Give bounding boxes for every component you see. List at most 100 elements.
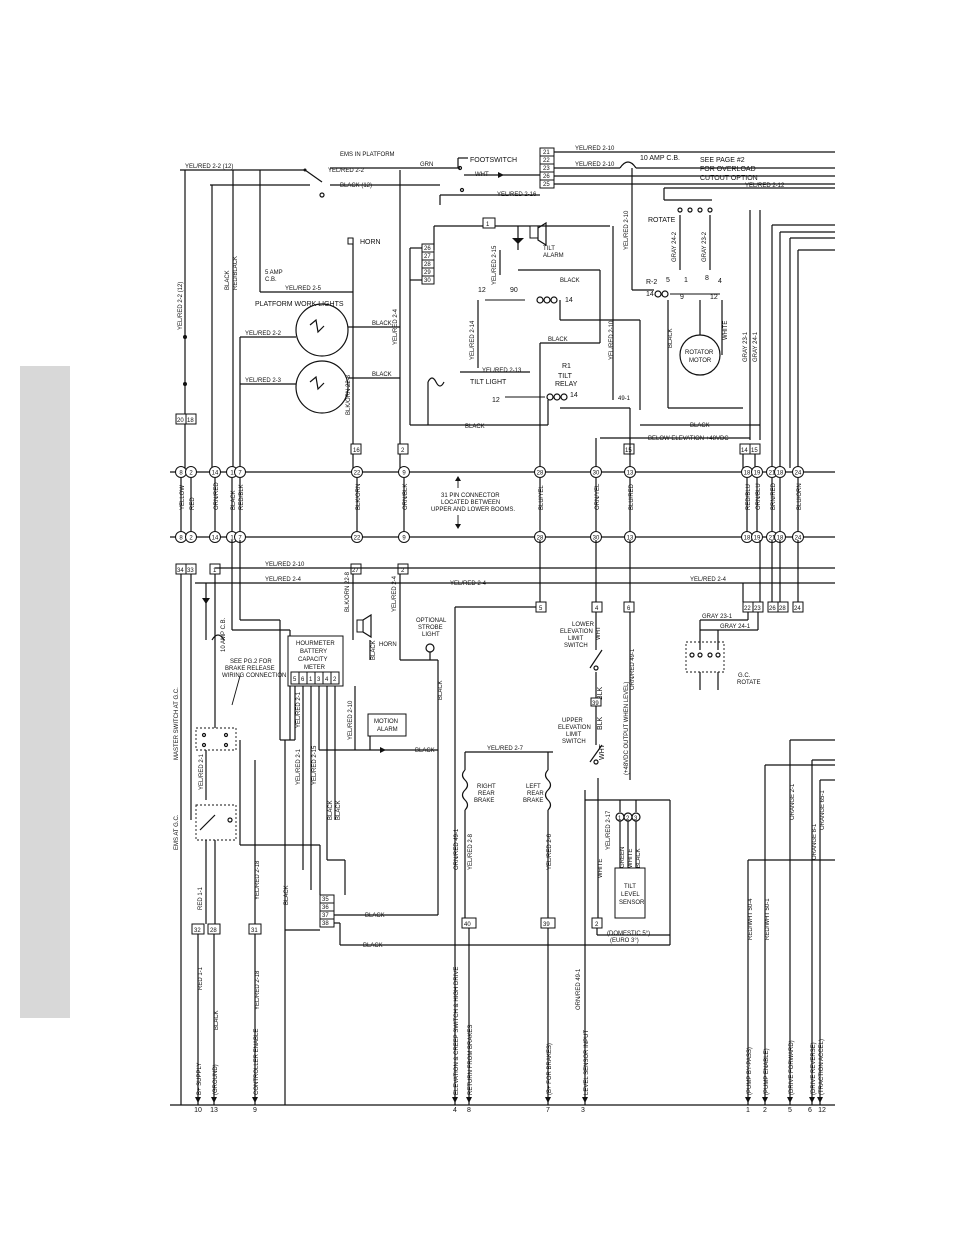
connector-pin	[398, 531, 410, 543]
connector-pin-label: 14	[212, 471, 219, 477]
cb-label: C.B.	[265, 277, 277, 283]
output-label: ELEVATION & CREEP SWITCH & HIGH DRIVE	[454, 967, 460, 1095]
output-number: 10	[194, 1107, 202, 1114]
tilt-sensor-label: LEVEL	[621, 892, 640, 898]
relay-label: TILT	[558, 373, 573, 380]
wire-label: YEL/RED 2-18	[255, 860, 261, 900]
relay-pin: 14	[570, 392, 578, 399]
wire-label: 49-1	[618, 396, 631, 402]
box-label: 1	[486, 222, 490, 228]
connector-pin-label: 22	[354, 471, 361, 477]
connector-pin	[185, 466, 197, 478]
connector-pin-label: 7	[238, 471, 242, 477]
connector-pin-label: 19	[754, 471, 761, 477]
hourmeter-pin-label: 4	[325, 677, 329, 683]
lower-limit-label: LIMIT	[568, 636, 584, 642]
wire-label: ORANGE 2-1	[790, 783, 796, 820]
rotate-label: ROTATE	[648, 217, 676, 224]
tb-pin: 37	[322, 913, 329, 919]
sensor-pin: 1	[618, 816, 622, 822]
relay-pin: 4	[718, 278, 722, 285]
wire-label: YEL/RED 2-3	[245, 378, 282, 384]
output-label: (PUMP ENABLE)	[764, 1048, 770, 1095]
connector-pin-label: 9	[402, 471, 406, 477]
wire-label: RED/WHT 50-1	[765, 898, 771, 940]
wire-label: BLACK	[225, 270, 231, 290]
box-label: 15	[751, 448, 758, 454]
wire-label: YEL/RED 2-14	[470, 320, 476, 360]
relay-label: R1	[562, 363, 571, 370]
connector-pin	[398, 466, 410, 478]
output-label: B+ SUPPLY	[197, 1063, 203, 1095]
connector-wire-label: RED/BLK	[239, 484, 245, 510]
output-label: (PUMP BY-PASS)	[747, 1047, 753, 1095]
connector-pin-label: 24	[795, 471, 802, 477]
motor-label: ROTATOR	[685, 350, 714, 356]
wire-label: GREEN	[620, 847, 626, 868]
relay-pin: 1	[684, 277, 688, 284]
connector-pin-label: 21	[769, 536, 776, 542]
wire-label: BLACK	[214, 1010, 220, 1030]
wire-label: BLACK	[336, 800, 342, 820]
wire-label: WHITE	[598, 859, 604, 878]
left-brake-label: REAR	[527, 791, 544, 797]
wire-label: BLACK	[465, 424, 485, 430]
platform-horn-lights: HORN 5 AMP C.B. YEL/RED 2-5 PLATFORM WOR…	[178, 170, 401, 468]
tb-pin: 21	[543, 150, 550, 156]
hourmeter-pin	[330, 671, 340, 685]
box-label: 28	[779, 606, 786, 612]
brake-note: WIRING CONNECTION	[222, 673, 286, 679]
wire-label: BELOW ELEVATION +48VDC	[648, 436, 729, 442]
wire-label: ORANGE 8-1	[812, 823, 818, 860]
output-number: 12	[818, 1107, 826, 1114]
connector-wire-label: BLU/YEL	[539, 485, 545, 510]
output-label: (TRACTION ACCEL)	[819, 1039, 825, 1095]
wire-label: YEL/RED 2-18	[255, 970, 261, 1010]
connector-pin-label: 30	[593, 471, 600, 477]
wire-label: WHT	[596, 626, 602, 640]
box-label: 2	[401, 568, 405, 574]
wire-label: YEL/RED 2-15	[312, 745, 318, 785]
sensor-spec: (EURO 3°)	[610, 938, 639, 944]
box-label: 40	[464, 922, 471, 928]
box-label: 33	[187, 568, 194, 574]
footswitch-label: FOOTSWITCH	[470, 157, 517, 164]
connector-note-line: UPPER AND LOWER BOOMS.	[431, 507, 515, 513]
wire-label: GRAY 24-1	[753, 331, 759, 362]
lower-control-section: 34 33 1 27 2 5 4 6 22 23 26 28 24 YEL/RE…	[174, 540, 835, 1105]
tb-pin: 35	[322, 897, 329, 903]
wire-label: BLACK	[668, 328, 674, 348]
connector-wire-label: BRN/RED	[771, 482, 777, 510]
hourmeter-label: BATTERY	[300, 649, 327, 655]
connector-pin-label: 30	[593, 536, 600, 542]
right-brake-label: RIGHT	[477, 784, 496, 790]
connector-wire-label: ORN/BLK	[403, 484, 409, 510]
connector-pin	[234, 466, 246, 478]
wire-label: BLACK	[548, 337, 568, 343]
upper-limit-label: UPPER	[562, 718, 583, 724]
tilt-sensor-label: SENSOR	[619, 900, 645, 906]
connector-pin	[209, 531, 221, 543]
wire-label: BLACK	[363, 943, 383, 949]
note: SEE PAGE #2	[700, 157, 745, 164]
wire-label: YEL/RED 2-12	[745, 183, 785, 189]
horn-lower-icon	[362, 613, 372, 639]
motion-alarm-label: MOTION	[374, 719, 398, 725]
wire-label: YEL/RED 2-2 (12)	[178, 282, 184, 330]
cb-label: 10 AMP C.B.	[221, 617, 227, 652]
note: CUTOUT OPTION	[700, 175, 758, 182]
connector-wire-label: RED	[190, 497, 196, 510]
wire-label: YEL/RED 2-4	[690, 577, 727, 583]
strobe-label: STROBE	[418, 625, 443, 631]
box-label: 6	[627, 606, 631, 612]
wire-label: YEL/RED 2-10	[265, 562, 305, 568]
wire-label: GRAY 23-2	[702, 231, 708, 262]
strobe-label: LIGHT	[422, 632, 440, 638]
terminal-block-top: 21 22 23 26 25 YEL/RED 2-10 YEL/RED 2-10…	[539, 146, 835, 290]
connector-pin-label: 13	[627, 536, 634, 542]
box-label: 32	[194, 928, 201, 934]
relay-pin: 9	[680, 294, 684, 301]
horn-label: HORN	[360, 239, 381, 246]
motion-alarm-label: ALARM	[377, 727, 398, 733]
